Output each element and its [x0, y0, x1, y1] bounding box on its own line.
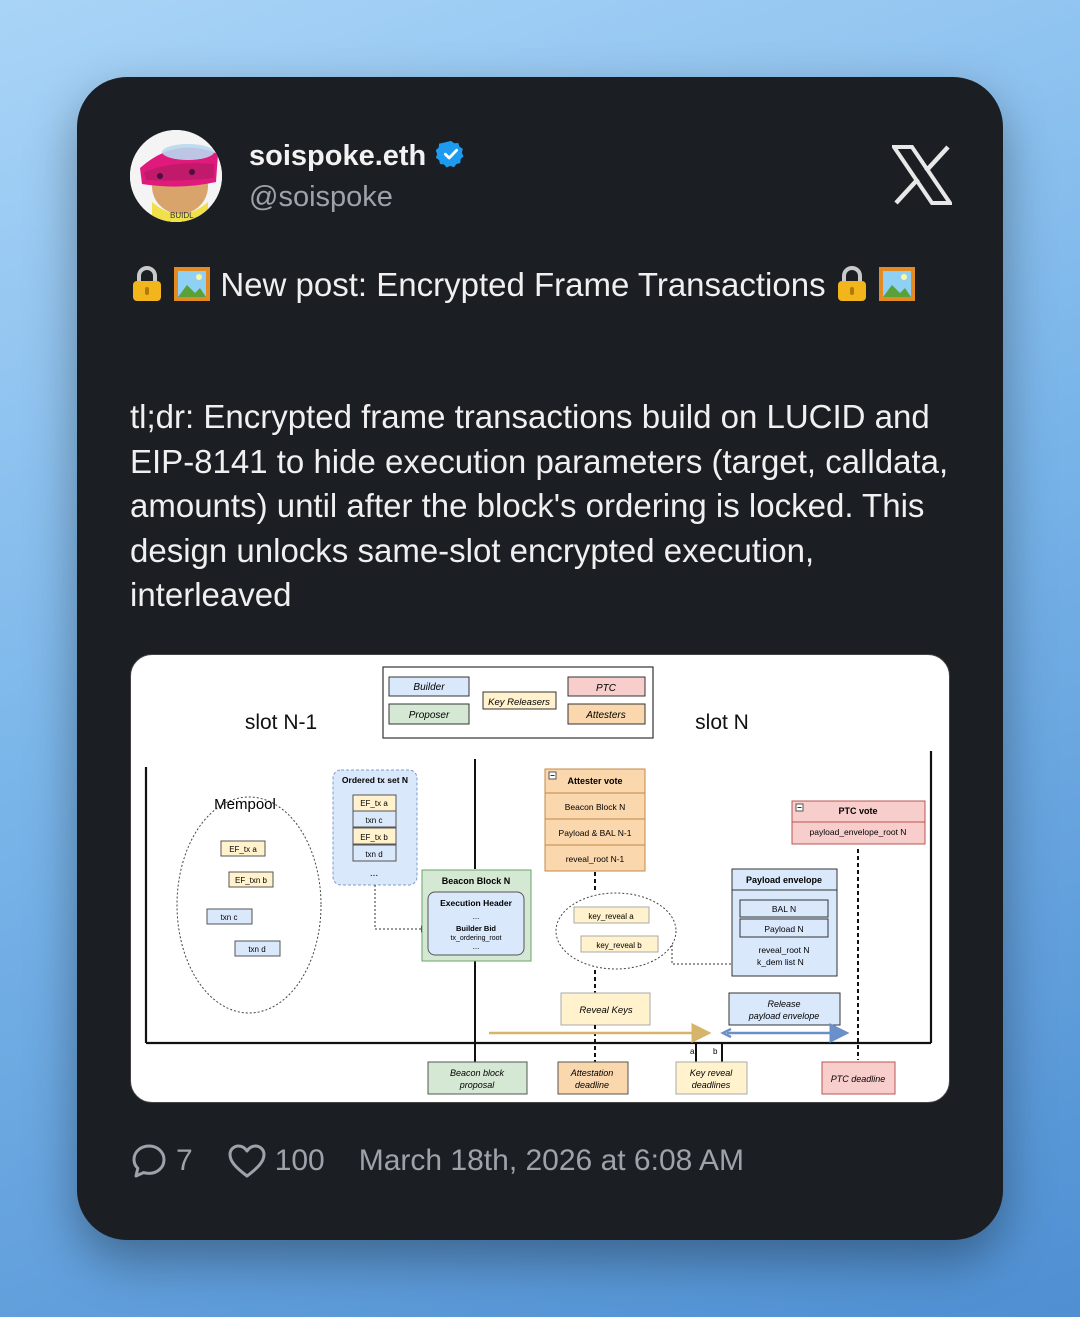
legend-builder: Builder [413, 682, 445, 693]
slot-prev-label: slot N-1 [245, 711, 317, 734]
attester-vote-row: reveal_root N-1 [566, 854, 625, 864]
attestation-deadline-line1: Attestation [570, 1068, 614, 1078]
mempool-item: EF_tx a [229, 845, 257, 854]
key-reveal-deadlines-line2: deadlines [692, 1080, 731, 1090]
payload-envelope-box: Payload envelope BAL N Payload N reveal_… [731, 868, 838, 977]
verified-badge-icon [435, 139, 466, 174]
ordered-item: txn d [365, 850, 382, 859]
beacon-proposal-box [427, 1061, 528, 1095]
mempool-title: Mempool [214, 796, 276, 813]
attester-vote-row: Beacon Block N [565, 802, 625, 812]
key-reveal-b: key_reveal b [596, 941, 642, 950]
label-a: a [690, 1047, 695, 1056]
payload-envelope-title: Payload envelope [746, 875, 822, 885]
framed-picture-icon [878, 266, 916, 313]
beacon-block-title: Beacon Block N [442, 876, 511, 886]
mempool-ellipse [176, 796, 322, 1014]
post-footer: 7 100 March 18th, 2026 at 6:08 AM [130, 1142, 744, 1180]
payload-envelope-row: Payload N [764, 924, 803, 934]
ordered-ellipsis: ... [370, 868, 378, 879]
post-date[interactable]: March 18th, 2026 at 6:08 AM [358, 1144, 744, 1177]
legend-proposer: Proposer [409, 710, 450, 721]
post-body: tl;dr: Encrypted frame transactions buil… [130, 398, 949, 613]
release-payload-box [728, 992, 841, 1026]
like-stat[interactable]: 100 [227, 1143, 325, 1179]
execution-header: Execution Header [440, 898, 512, 908]
legend-ptc: PTC [596, 683, 617, 694]
framed-picture-icon [173, 266, 211, 313]
ptc-vote-row: payload_envelope_root N [810, 827, 907, 837]
payload-envelope-row: BAL N [772, 904, 796, 914]
slot-cur-label: slot N [695, 711, 749, 734]
tx-ordering-root: tx_ordering_root [451, 935, 502, 942]
ptc-deadline-box [821, 1061, 896, 1095]
beacon-proposal-line2: proposal [459, 1080, 496, 1090]
key-reveal-deadlines-box [675, 1061, 748, 1095]
mempool-item: txn c [221, 913, 238, 922]
dots-text: ... [473, 912, 480, 921]
ptc-vote-box: PTC vote payload_envelope_root N [791, 800, 926, 845]
key-reveal-a: key_reveal a [588, 912, 634, 921]
ordered-item: EF_tx a [360, 799, 388, 808]
x-logo-icon[interactable] [890, 145, 954, 205]
post-title: New post: Encrypted Frame Transactions [220, 266, 826, 303]
reply-icon [130, 1142, 168, 1180]
post-card: BUIDL soispoke.eth @soispoke New post: E… [77, 77, 1003, 1240]
mempool-item: txn d [248, 945, 265, 954]
key-reveal-ellipse [555, 892, 677, 970]
attester-vote-box: Attester vote Beacon Block N Payload & B… [544, 768, 646, 872]
legend-key-releasers: Key Releasers [488, 697, 550, 708]
legend-attesters: Attesters [585, 710, 625, 721]
reveal-keys-box [560, 992, 651, 1026]
like-count: 100 [274, 1144, 325, 1177]
builder-bid: Builder Bid [456, 924, 496, 933]
reply-count: 7 [176, 1144, 193, 1177]
key-reveal-deadlines-line1: Key reveal [690, 1068, 734, 1078]
avatar-cap-text: BUIDL [170, 211, 194, 220]
payload-k-dem-list: k_dem list N [757, 957, 804, 967]
attester-vote-title: Attester vote [567, 776, 622, 786]
ordered-item: EF_tx b [360, 833, 388, 842]
ordered-item: txn c [366, 816, 383, 825]
payload-reveal-root: reveal_root N [758, 945, 809, 955]
lock-icon [130, 266, 164, 313]
release-payload-line1: Release [767, 999, 800, 1009]
author-handle[interactable]: @soispoke [249, 181, 393, 213]
heart-icon [227, 1143, 267, 1179]
legend-box: Builder Proposer Key Releasers PTC Attes… [382, 666, 654, 739]
release-payload-line2: payload envelope [748, 1011, 820, 1021]
ptc-vote-title: PTC vote [838, 806, 877, 816]
mempool-item: EF_txn b [235, 876, 268, 885]
lock-icon [835, 266, 869, 313]
reveal-keys-label: Reveal Keys [579, 1005, 633, 1016]
post-title-line: New post: Encrypted Frame Transactions [130, 263, 950, 313]
post-image-diagram[interactable]: Builder Proposer Key Releasers PTC Attes… [130, 654, 950, 1103]
attester-vote-row: Payload & BAL N-1 [559, 828, 632, 838]
author-name-row: soispoke.eth [249, 139, 466, 174]
author-name[interactable]: soispoke.eth [249, 140, 427, 172]
ordered-title: Ordered tx set N [342, 775, 408, 785]
attestation-deadline-box [557, 1061, 629, 1095]
attestation-deadline-line2: deadline [575, 1080, 609, 1090]
label-b: b [713, 1047, 718, 1056]
dots-text: ... [473, 942, 480, 951]
ptc-deadline-label: PTC deadline [831, 1074, 886, 1084]
author-avatar[interactable]: BUIDL [130, 130, 222, 222]
beacon-proposal-line1: Beacon block [450, 1068, 505, 1078]
reply-stat[interactable]: 7 [130, 1142, 193, 1180]
